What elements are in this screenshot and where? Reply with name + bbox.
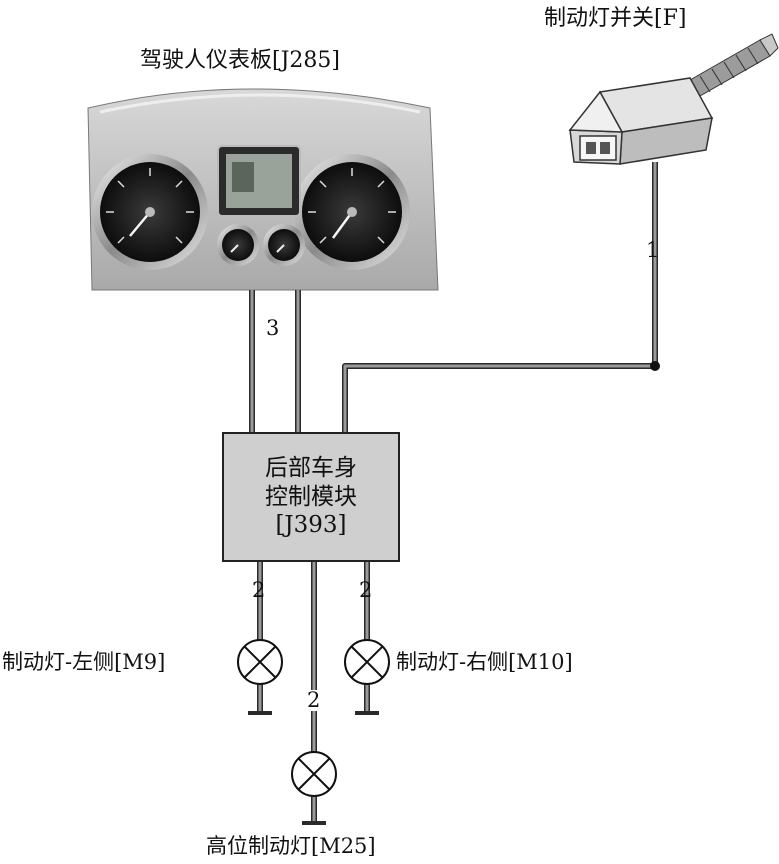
- module-label-line2: 控制模块: [265, 483, 357, 512]
- lamp-right-label: 制动灯-右侧[M10]: [396, 652, 573, 673]
- wire-label-right: 2: [359, 580, 372, 601]
- instrument-cluster-image: [88, 89, 438, 290]
- wire-label-cluster: 3: [266, 318, 279, 339]
- lamp-high-symbol: [292, 752, 336, 796]
- cluster-label: 驾驶人仪表板[J285]: [140, 50, 340, 72]
- junction-dot: [650, 361, 660, 371]
- wire-label-switch: 1: [646, 240, 659, 261]
- wire-label-high: 2: [306, 690, 321, 711]
- brake-switch-image: [570, 34, 778, 164]
- lamp-high-label: 高位制动灯[M25]: [206, 836, 376, 857]
- module-label-line1: 后部车身: [265, 454, 357, 483]
- wire-label-left: 2: [252, 580, 265, 601]
- rear-body-control-module: 后部车身 控制模块 [J393]: [222, 432, 400, 562]
- lamp-right-symbol: [345, 640, 389, 684]
- lamp-left-symbol: [238, 640, 282, 684]
- lamp-left-label: 制动灯-左侧[M9]: [2, 652, 165, 673]
- brake-switch-label: 制动灯并关[F]: [544, 8, 686, 30]
- module-label-line3: [J393]: [275, 511, 346, 540]
